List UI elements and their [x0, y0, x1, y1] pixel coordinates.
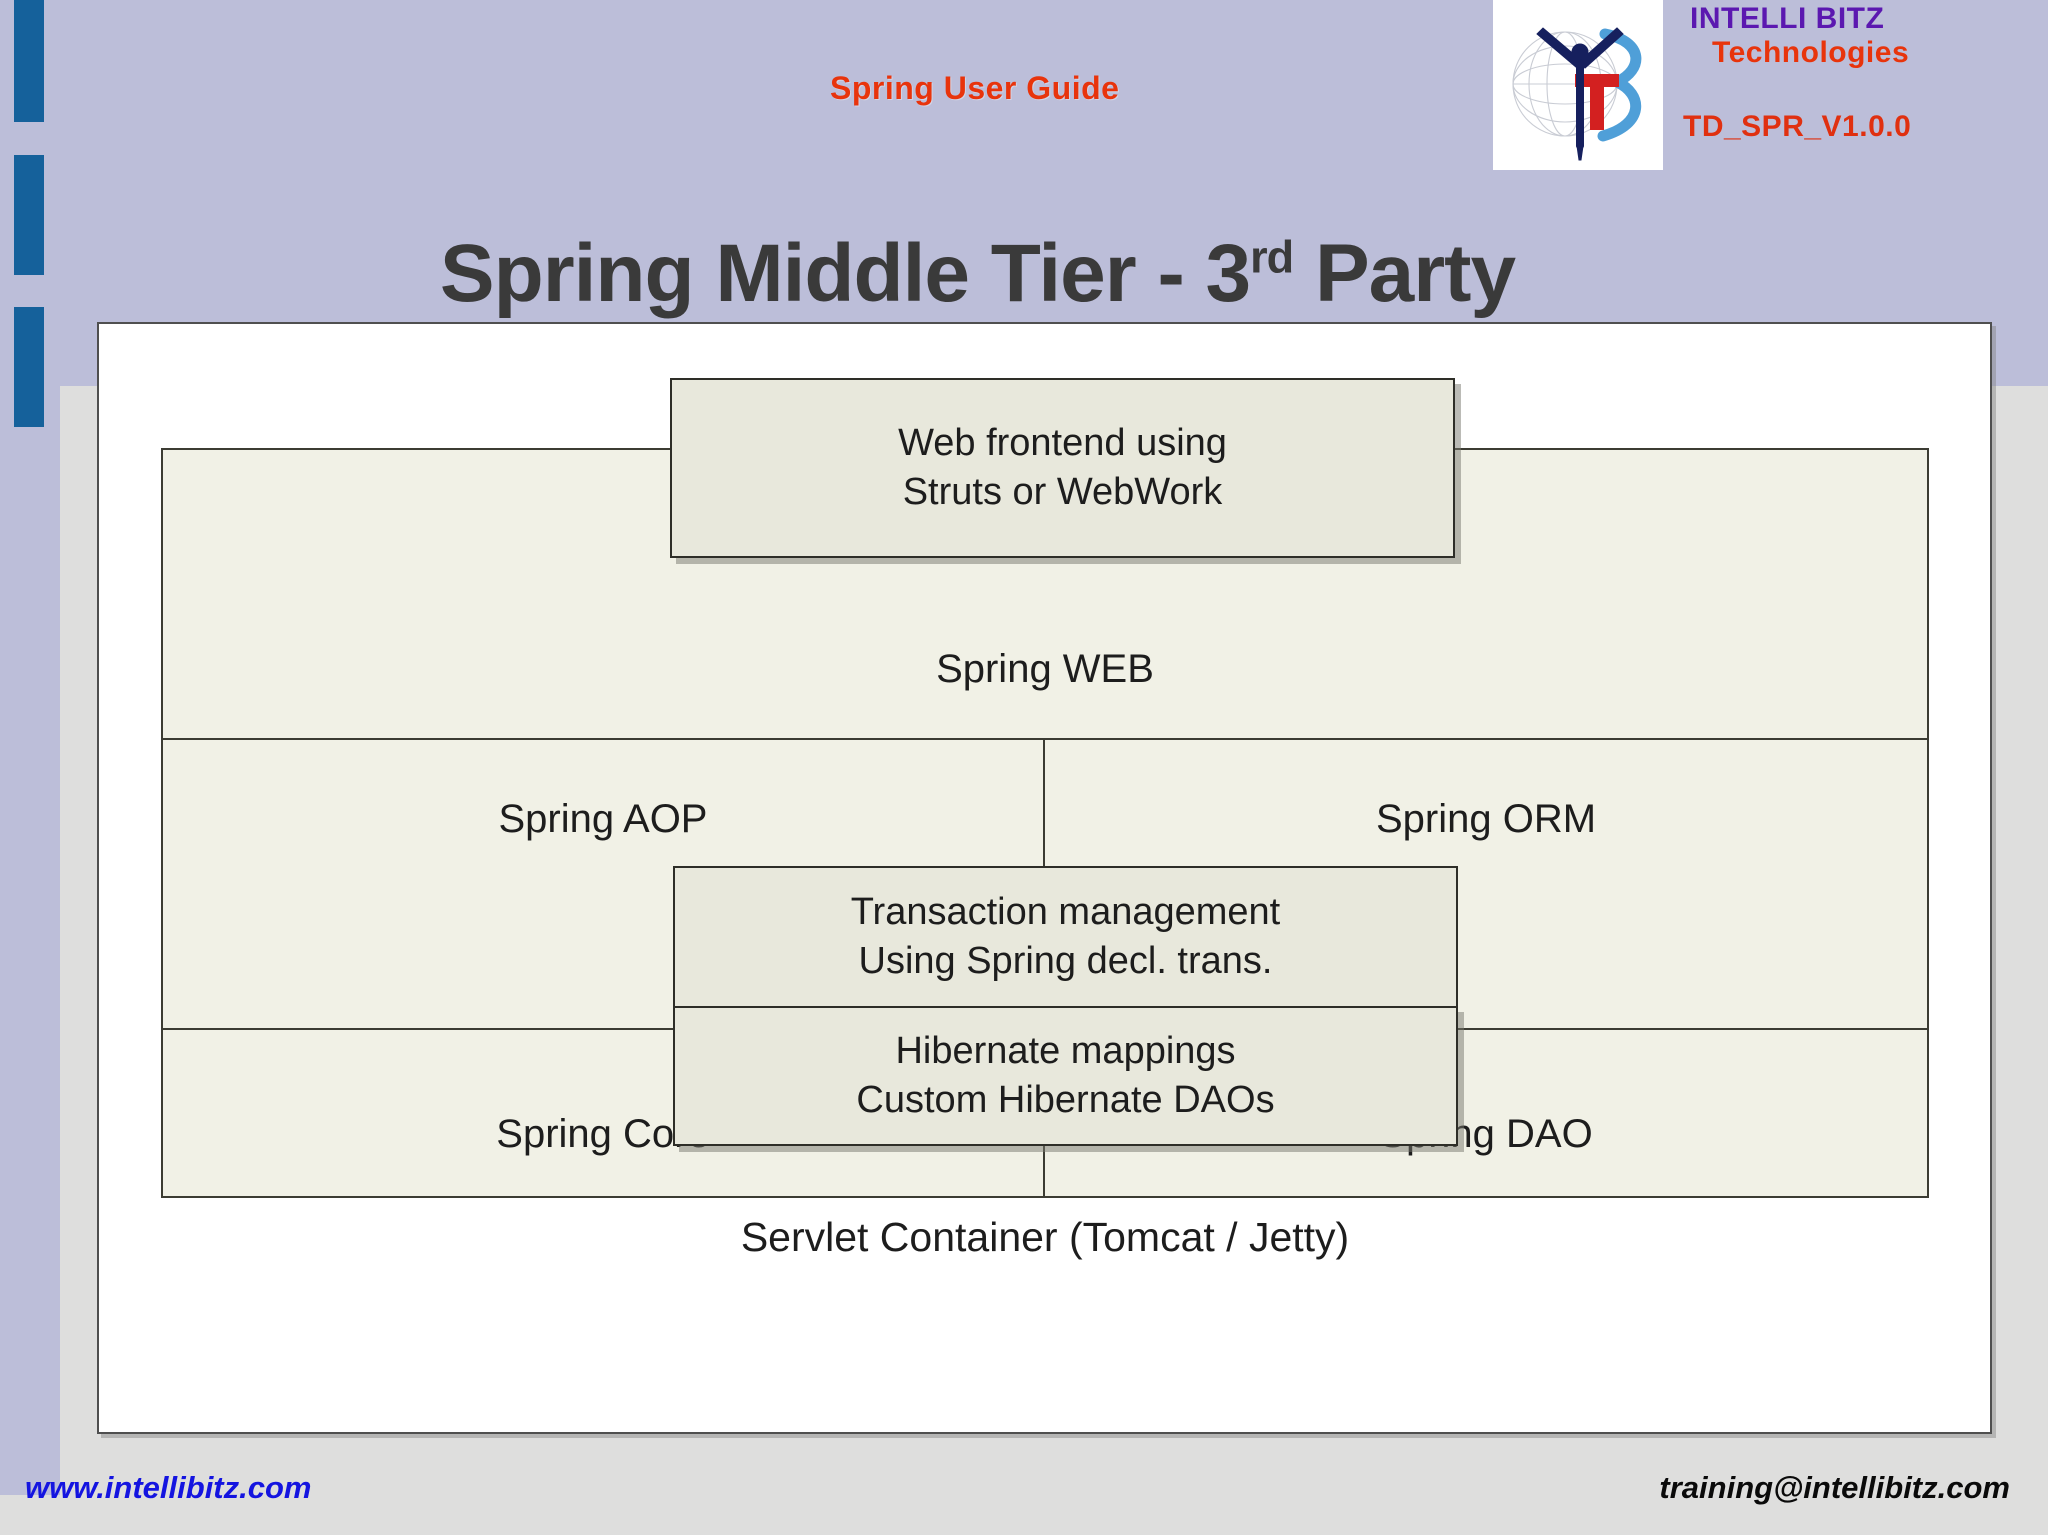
brand-name-line1: INTELLI BITZ — [1690, 2, 1885, 35]
background-top-band — [0, 0, 2048, 386]
stack-row-web: Spring WEB — [163, 450, 1927, 740]
sidebar-accent-block-2 — [14, 155, 44, 275]
page-title: Spring Middle Tier - 3rd Party — [0, 227, 1955, 321]
box-transaction-management: Transaction management Using Spring decl… — [673, 866, 1458, 1006]
box-hibernate-mappings-line1: Hibernate mappings — [895, 1030, 1236, 1073]
box-web-frontend-line2: Struts or WebWork — [902, 471, 1223, 513]
company-logo — [1493, 0, 1663, 170]
box-transaction-management-line2: Using Spring decl. trans. — [858, 940, 1273, 982]
document-version-code: TD_SPR_V1.0.0 — [1683, 110, 1912, 143]
sidebar-accent-block-1 — [14, 0, 44, 122]
page-title-ordinal-suffix: rd — [1250, 231, 1294, 283]
box-web-frontend: Web frontend using Struts or WebWork — [670, 378, 1455, 558]
page-title-main: Spring Middle Tier - 3 — [439, 227, 1251, 319]
left-sidebar-strip — [0, 0, 60, 1495]
box-hibernate-mappings-line2: Custom Hibernate DAOs — [856, 1079, 1275, 1121]
footer-email-link[interactable]: training@intellibitz.com — [1659, 1470, 2010, 1505]
page-title-tail: Party — [1293, 227, 1516, 319]
sidebar-accent-block-3 — [14, 307, 44, 427]
stack-cell-spring-web: Spring WEB — [163, 450, 1927, 738]
stack-cell-spring-orm-label: Spring ORM — [1375, 796, 1597, 841]
box-web-frontend-line1: Web frontend using — [898, 422, 1227, 465]
brand-name-line2: Technologies — [1712, 36, 1910, 69]
globe-figure-logo — [1493, 0, 1663, 170]
stack-cell-spring-orm: Spring ORM — [1045, 740, 1927, 1028]
stack-cell-spring-aop-label: Spring AOP — [498, 796, 708, 841]
header-course-title: Spring User Guide — [830, 70, 1120, 106]
footer-website-link[interactable]: www.intellibitz.com — [25, 1470, 312, 1505]
stack-cell-spring-web-label: Spring WEB — [936, 646, 1154, 691]
box-transaction-management-line1: Transaction management — [850, 891, 1281, 934]
servlet-container-caption: Servlet Container (Tomcat / Jetty) — [740, 1214, 1350, 1260]
box-hibernate-mappings: Hibernate mappings Custom Hibernate DAOs — [673, 1006, 1458, 1146]
